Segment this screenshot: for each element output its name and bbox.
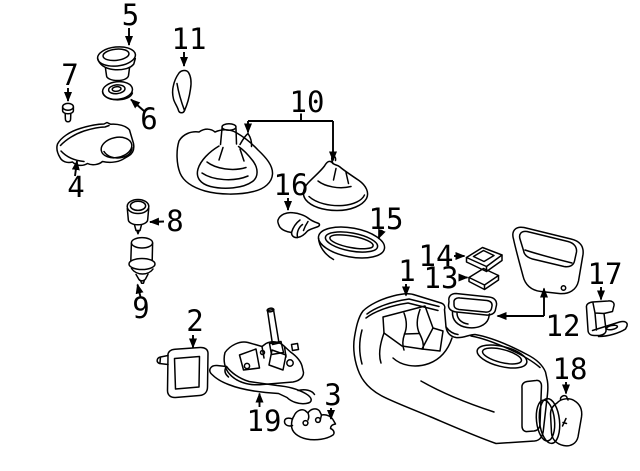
leader-arrow-6 — [130, 98, 145, 112]
callout-13: 13 — [424, 261, 459, 295]
part-2-trim-frame — [156, 346, 209, 399]
part-6-grommet — [101, 80, 134, 101]
callout-2: 2 — [186, 304, 203, 338]
callout-15: 15 — [369, 202, 404, 236]
leader-bracket-10 — [248, 113, 333, 122]
callout-14: 14 — [419, 239, 454, 273]
part-12-storage-bin — [512, 226, 584, 295]
part-12-cup-tray — [447, 292, 498, 329]
part-13-lid-plate — [468, 267, 500, 291]
part-15-armrest-pad — [317, 226, 386, 261]
callout-16: 16 — [274, 168, 309, 202]
part-1-console-body — [352, 293, 549, 445]
callout-9: 9 — [132, 291, 149, 325]
callout-10: 10 — [290, 85, 325, 119]
callout-labels: 5 11 7 6 4 10 16 15 8 9 2 19 3 1 14 13 1… — [61, 0, 622, 438]
part-17-rear-bracket — [585, 300, 628, 338]
part-16-boot-bracket — [277, 211, 321, 239]
leader-lines — [64, 28, 605, 420]
part-14-console-lid — [465, 246, 503, 273]
callout-17: 17 — [588, 257, 623, 291]
part-10-shift-boot-left — [176, 123, 274, 195]
callout-1: 1 — [398, 254, 415, 288]
part-10-shift-boot-right — [302, 155, 369, 212]
part-8-lighter-knob — [126, 198, 150, 235]
callout-4: 4 — [67, 170, 84, 204]
part-9-lighter-element — [128, 236, 156, 284]
callout-7: 7 — [61, 58, 78, 92]
callout-12: 12 — [546, 309, 581, 343]
leader-arrow-4 — [71, 160, 80, 177]
part-7-screw — [61, 102, 75, 123]
part-18-end-cap — [535, 394, 583, 447]
callout-18: 18 — [553, 352, 588, 386]
callout-3: 3 — [324, 378, 341, 412]
leader-arrow-15 — [377, 228, 386, 240]
part-11-knob-cover — [171, 69, 192, 114]
callout-19: 19 — [247, 404, 282, 438]
leader-arrow-8 — [149, 217, 165, 226]
part-4-cupholder-tray — [56, 121, 135, 167]
part-3-mount-bracket — [283, 408, 337, 441]
callout-11: 11 — [172, 22, 207, 56]
callout-5: 5 — [122, 0, 139, 32]
callout-6: 6 — [140, 102, 157, 136]
leader-arrow-9 — [135, 283, 144, 298]
callout-8: 8 — [166, 204, 183, 238]
part-5-cup-insert — [96, 46, 137, 82]
part-19-shifter-assembly — [209, 307, 316, 405]
